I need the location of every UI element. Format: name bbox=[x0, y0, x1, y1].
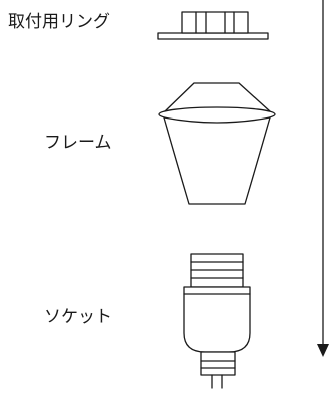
assembly-direction-arrow bbox=[317, 0, 329, 357]
socket bbox=[183, 253, 251, 389]
socket-label: ソケット bbox=[44, 307, 112, 327]
mounting-ring bbox=[157, 11, 269, 40]
frame-label: フレーム bbox=[44, 133, 112, 153]
frame-shade bbox=[158, 82, 276, 205]
ring-label: 取付用リング bbox=[8, 12, 110, 32]
